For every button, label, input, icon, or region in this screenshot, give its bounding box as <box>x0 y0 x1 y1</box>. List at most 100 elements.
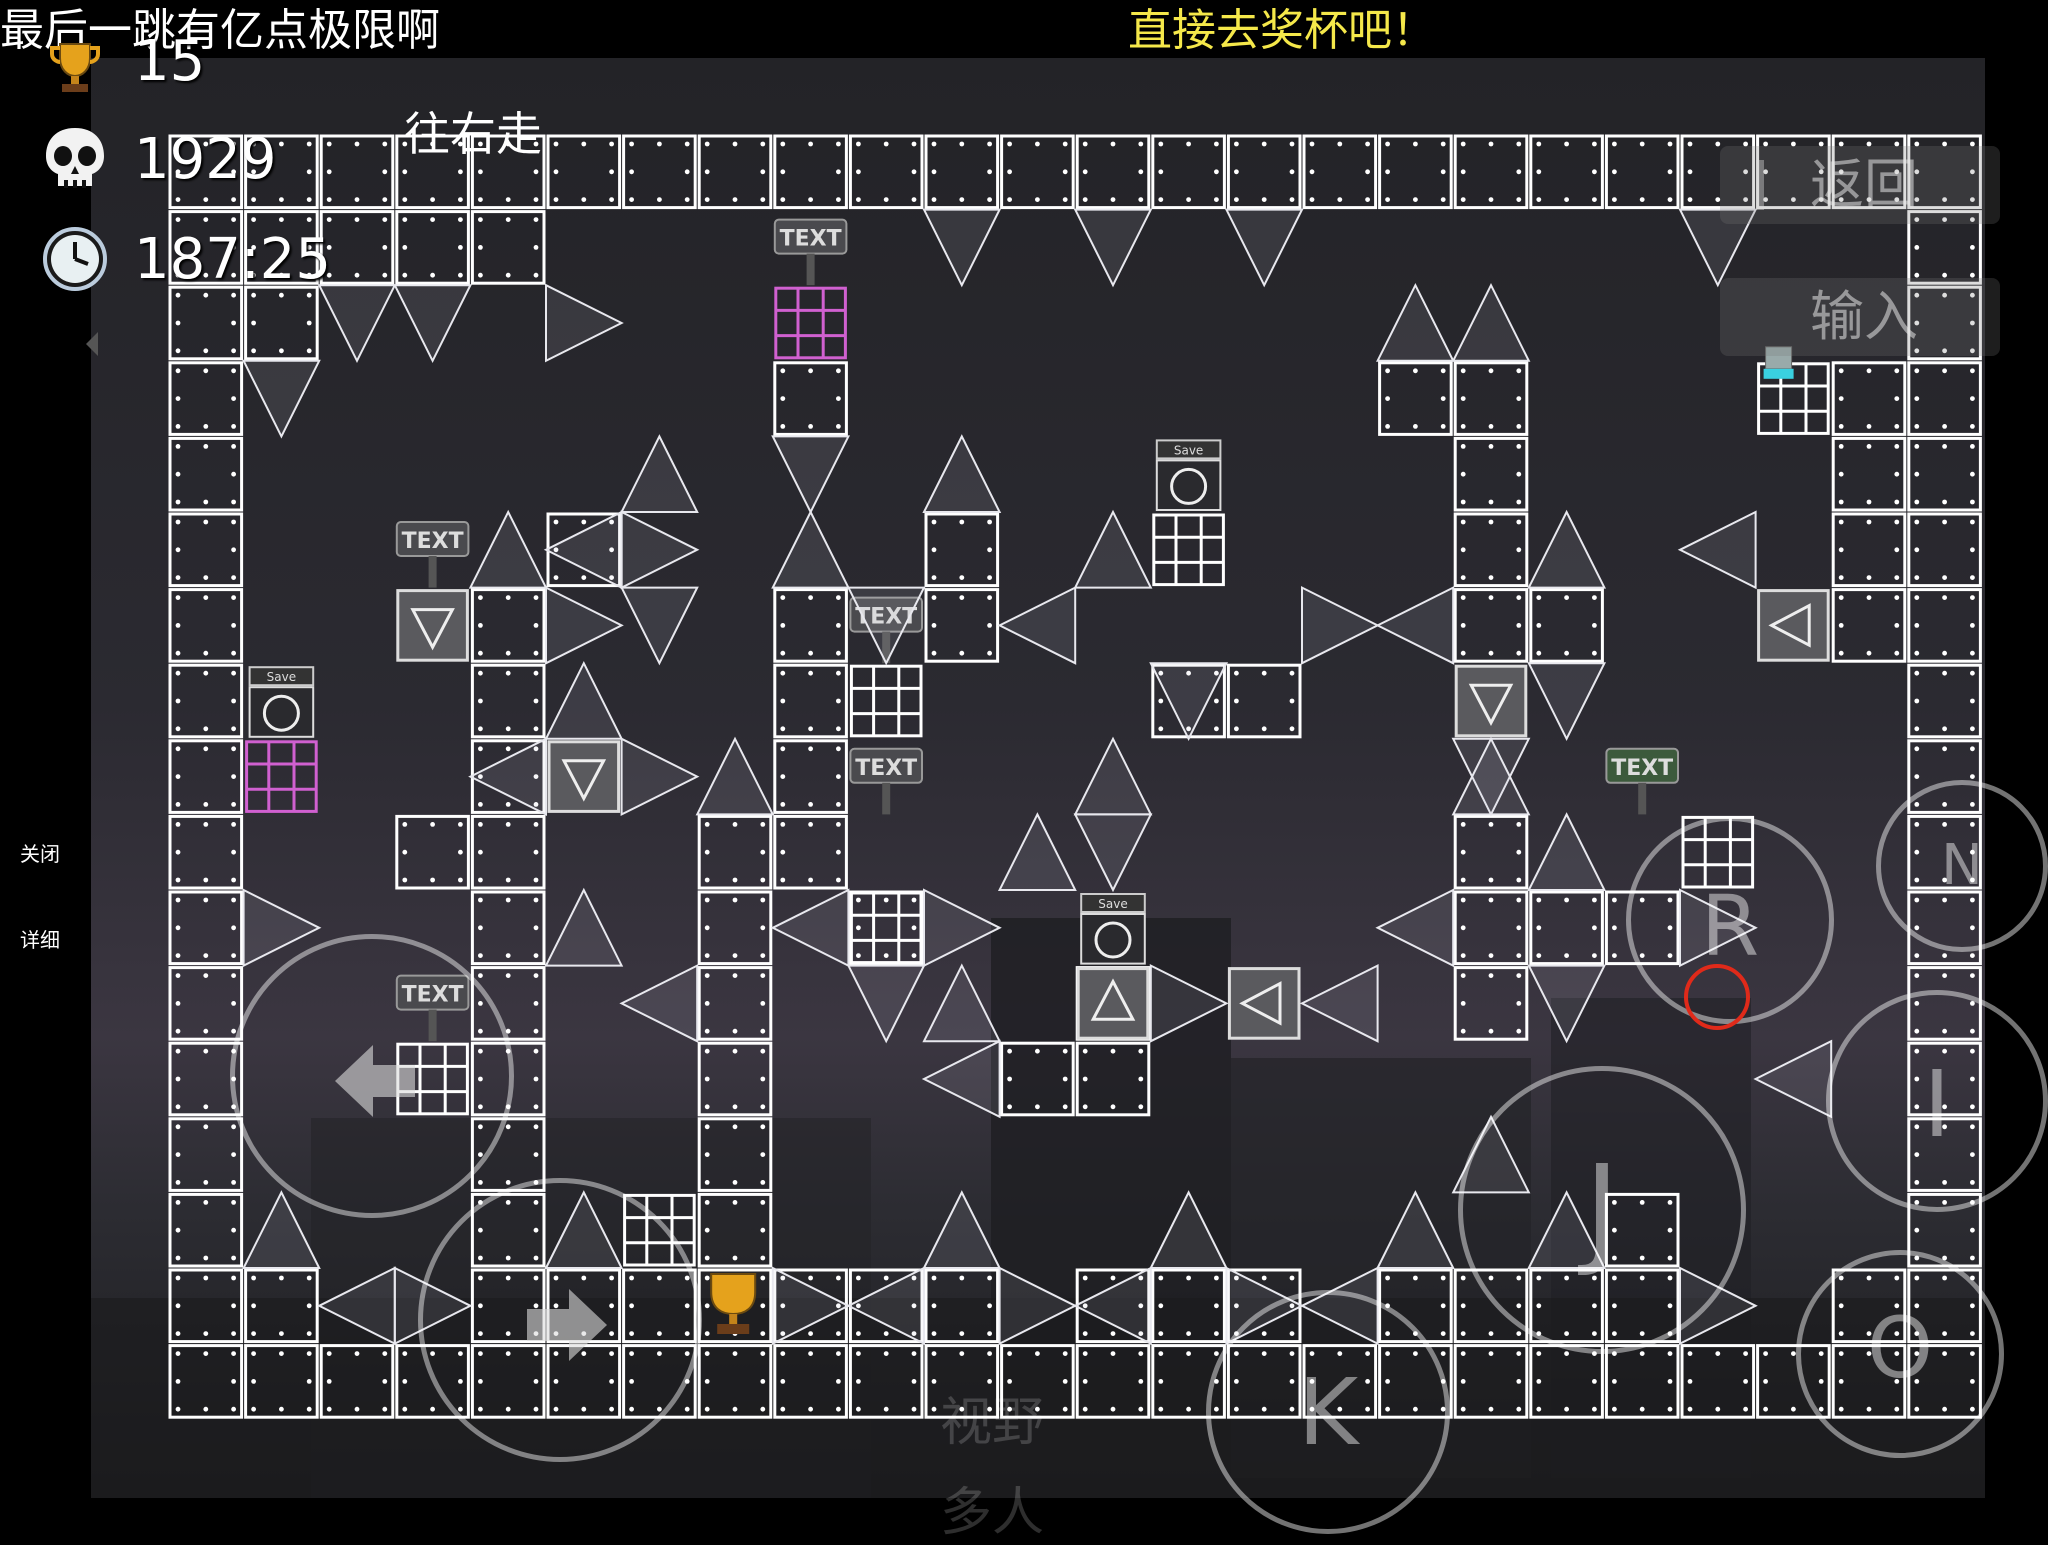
wall-block <box>697 1041 773 1117</box>
wall-block <box>924 134 1000 210</box>
wall-block <box>168 739 244 814</box>
wall-block <box>1000 134 1075 210</box>
hint-text: 往右走 <box>404 107 542 161</box>
wall-block <box>773 588 848 663</box>
j-button[interactable]: J <box>1458 1066 1746 1354</box>
red-target-ring <box>1684 964 1750 1030</box>
spike <box>316 1266 396 1346</box>
spike <box>770 888 850 968</box>
o-button[interactable]: O <box>1796 1250 2004 1458</box>
text-sign: TEXT <box>849 747 924 815</box>
svg-text:Save: Save <box>267 670 296 684</box>
spike <box>922 963 1002 1043</box>
back-bar-icon <box>1756 160 1764 210</box>
text-sign: TEXT <box>395 521 470 588</box>
wall-block <box>1529 134 1604 210</box>
spike <box>1299 963 1379 1043</box>
left-dpad-button[interactable] <box>230 934 514 1218</box>
back-button[interactable]: 返回 <box>1720 146 2000 224</box>
spike <box>1527 509 1607 589</box>
details-button[interactable]: 详细 <box>20 928 60 952</box>
wall-block <box>168 285 244 361</box>
text-sign: TEXT <box>849 596 924 664</box>
spike <box>468 509 548 589</box>
level-trophy-icon <box>710 1273 757 1334</box>
spike <box>922 208 1002 288</box>
spike <box>846 964 926 1044</box>
input-button[interactable]: 输入 <box>1720 278 2000 356</box>
wall-block <box>1680 1344 1756 1419</box>
spike-trigger-box <box>1227 967 1301 1040</box>
wall-block <box>924 1268 1000 1344</box>
wall-block <box>1831 361 1907 436</box>
cage-block <box>849 891 923 965</box>
wall-block <box>319 210 395 285</box>
wall-block <box>773 1344 848 1419</box>
spike <box>997 812 1077 891</box>
wall-block <box>1453 361 1529 436</box>
wall-block <box>1907 588 1982 663</box>
wall-block <box>168 966 244 1041</box>
side-collapse-arrow-icon[interactable] <box>86 332 98 356</box>
wall-block <box>168 361 244 436</box>
wall-block <box>244 210 319 285</box>
wall-block <box>1529 890 1604 966</box>
wall-block <box>168 436 244 512</box>
spike <box>1149 662 1229 742</box>
wall-block <box>848 1344 924 1419</box>
elapsed-time: 187:25 <box>134 227 332 292</box>
wall-block <box>470 663 546 739</box>
spike <box>1149 1190 1229 1269</box>
wall-block <box>470 890 546 966</box>
trophy-icon <box>50 40 100 96</box>
svg-text:TEXT: TEXT <box>402 529 464 554</box>
spike <box>241 359 321 439</box>
wall-block <box>1907 134 1982 210</box>
view-button[interactable]: 视野 <box>940 1393 1045 1453</box>
spike <box>619 586 699 666</box>
wall-block <box>1453 890 1529 966</box>
wall-block <box>1453 588 1529 663</box>
wall-block <box>697 966 773 1041</box>
k-button[interactable]: K <box>1206 1290 1450 1534</box>
multiplayer-button[interactable]: 多人 <box>940 1483 1045 1543</box>
spike-trigger-box <box>547 740 621 813</box>
close-button[interactable]: 关闭 <box>20 842 60 866</box>
pink-cage-block <box>774 286 847 360</box>
wall-block <box>1453 512 1529 588</box>
wall-block <box>244 1344 319 1419</box>
wall-block <box>470 210 546 285</box>
wall-block <box>1075 1041 1151 1117</box>
wall-block <box>1604 134 1680 210</box>
wall-block <box>1756 134 1831 210</box>
spike <box>1678 208 1758 288</box>
spike <box>1451 736 1531 816</box>
spike-trigger-box <box>1454 664 1528 738</box>
spike <box>1527 964 1607 1044</box>
wall-block <box>1378 361 1453 436</box>
wall-block <box>697 890 773 966</box>
wall-block <box>1302 134 1378 210</box>
back-button-label: 返回 <box>1810 153 1918 216</box>
wall-block <box>1529 588 1604 663</box>
wall-block <box>773 814 848 890</box>
wall-block <box>1907 361 1982 436</box>
wall-block <box>168 134 244 210</box>
spike-trigger-box <box>1076 967 1150 1040</box>
spike <box>544 887 624 967</box>
spike <box>998 1266 1078 1346</box>
n-button[interactable]: N <box>1876 780 2048 952</box>
wall-block <box>1453 134 1529 210</box>
wall-block <box>1907 512 1982 588</box>
spike <box>771 435 851 515</box>
wall-block <box>1453 966 1529 1041</box>
wall-block <box>168 1268 244 1344</box>
spike <box>1073 208 1153 288</box>
wall-block <box>773 134 848 210</box>
svg-text:TEXT: TEXT <box>855 756 917 781</box>
spike <box>1527 812 1607 891</box>
i-button[interactable]: I <box>1826 990 2048 1212</box>
right-dpad-button[interactable] <box>418 1178 702 1462</box>
spike <box>1375 282 1455 362</box>
spike-trigger-box <box>1757 589 1830 662</box>
